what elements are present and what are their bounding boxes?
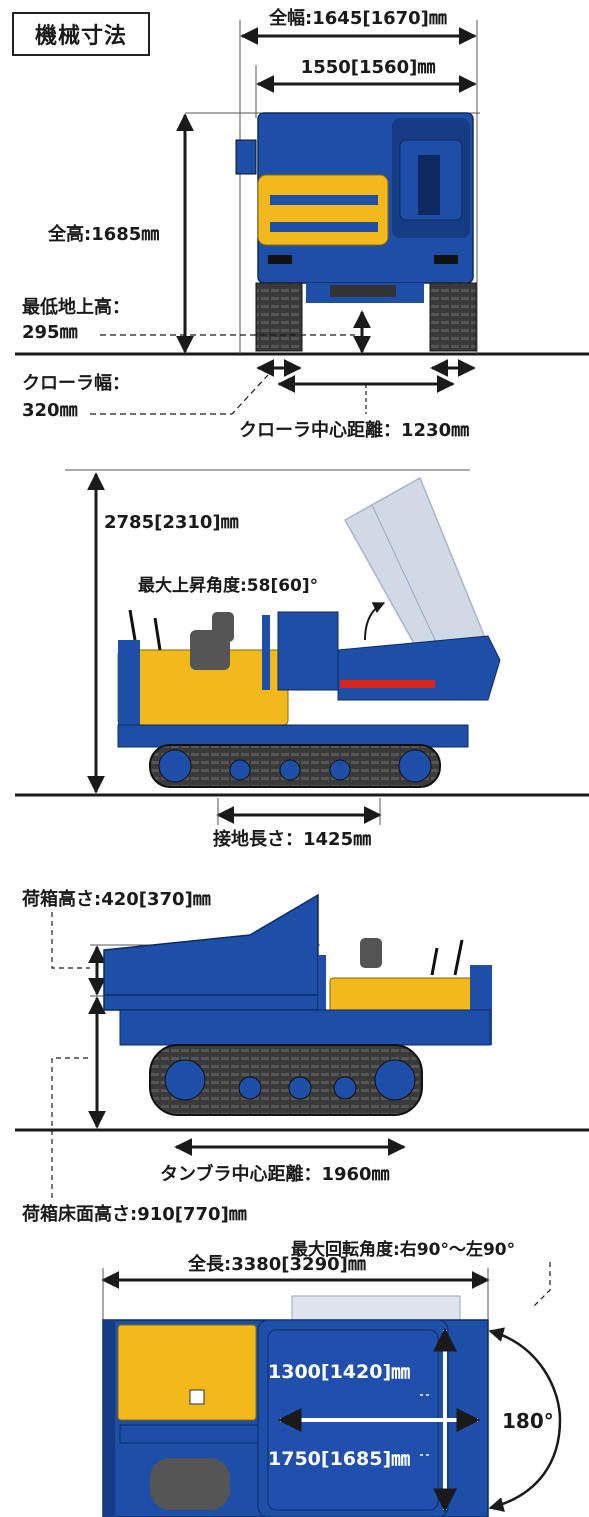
dump-machine [117,609,501,788]
box-height-label: 荷箱高さ:420[370]㎜ [22,888,211,910]
max-rotation-label: 最大回転角度:右90°～左90° [291,1239,515,1260]
front-view: 全幅:1645[1670]㎜ 1550[1560]㎜ 全高:1685㎜ [15,7,589,441]
tumbler-center-label: タンブラ中心距離：1960㎜ [160,1163,390,1185]
overall-length-label: 全長:3380[3290]㎜ [187,1253,366,1275]
inner-width-label: 1550[1560]㎜ [301,57,436,78]
box-width-label: 1300[1420]㎜ [268,1361,410,1383]
crawler-center-label: クローラ中心距離：1230㎜ [239,419,469,441]
overall-height-label: 全高:1685㎜ [47,223,159,245]
side-view: 荷箱高さ:420[370]㎜ タンブラ中心距離：1960㎜ 荷箱床面高 [15,888,589,1225]
overall-width-label: 全幅:1645[1670]㎜ [268,7,447,29]
crawler-width-value: 320㎜ [22,400,78,421]
raise-angle-label: 最大上昇角度:58[60]° [138,575,318,596]
crawler-width-label: クローラ幅： [22,372,130,394]
page-title: 機械寸法 [12,12,150,56]
box-floor-height-label: 荷箱床面高さ:910[770]㎜ [22,1203,247,1225]
box-length-label: 1750[1685]㎜ [268,1448,410,1470]
top-view: 最大回転角度:右90°～左90° 全長:3380[3290]㎜ 1300[142… [101,1239,562,1517]
dump-side-view: 2785[2310]㎜ 最大上昇角度:58[60]° [15,469,589,850]
ground-contact-label: 接地長さ：1425㎜ [213,828,371,850]
raise-angle-arrow [364,602,386,641]
rotation-arc [488,1327,562,1512]
ground-clearance-label: 最低地上高： [22,296,130,318]
front-machine [235,112,477,352]
top-machine [102,1319,489,1517]
ground-clearance-value: 295㎜ [22,322,78,343]
side-machine [103,893,492,1116]
rotation-label: 180° [502,1409,554,1433]
max-height-label: 2785[2310]㎜ [104,512,239,533]
